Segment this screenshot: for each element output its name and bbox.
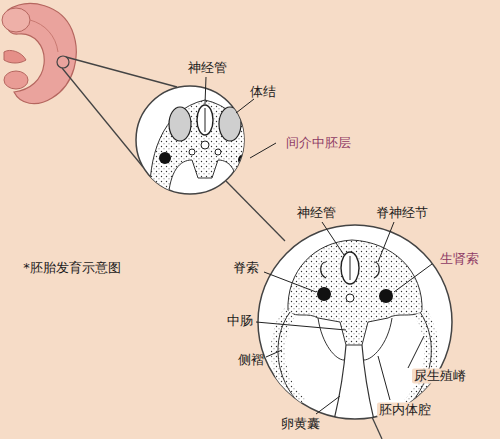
- part-label: 卵黄囊: [279, 417, 322, 432]
- figure-note: *胚胎发育示意图: [21, 261, 123, 276]
- leader-line: [205, 77, 432, 414]
- part-label: 脊神经节: [374, 206, 430, 221]
- part-label: 脊索: [231, 261, 261, 276]
- part-label: 尿生殖嵴: [412, 369, 468, 384]
- part-label: 神经管: [295, 206, 338, 221]
- highlight-label: 间介中胚层: [284, 136, 353, 151]
- embryo: [2, 4, 76, 104]
- part-label: 神经管: [186, 61, 229, 76]
- cross-section-2: [258, 225, 452, 420]
- part-label: 中肠: [225, 314, 255, 329]
- part-label: 胚内体腔: [377, 403, 433, 418]
- part-label: 侧褶: [236, 353, 266, 368]
- highlight-label: 生肾索: [438, 252, 481, 267]
- cross-section-1: [136, 86, 259, 200]
- part-label: 体结: [248, 85, 278, 100]
